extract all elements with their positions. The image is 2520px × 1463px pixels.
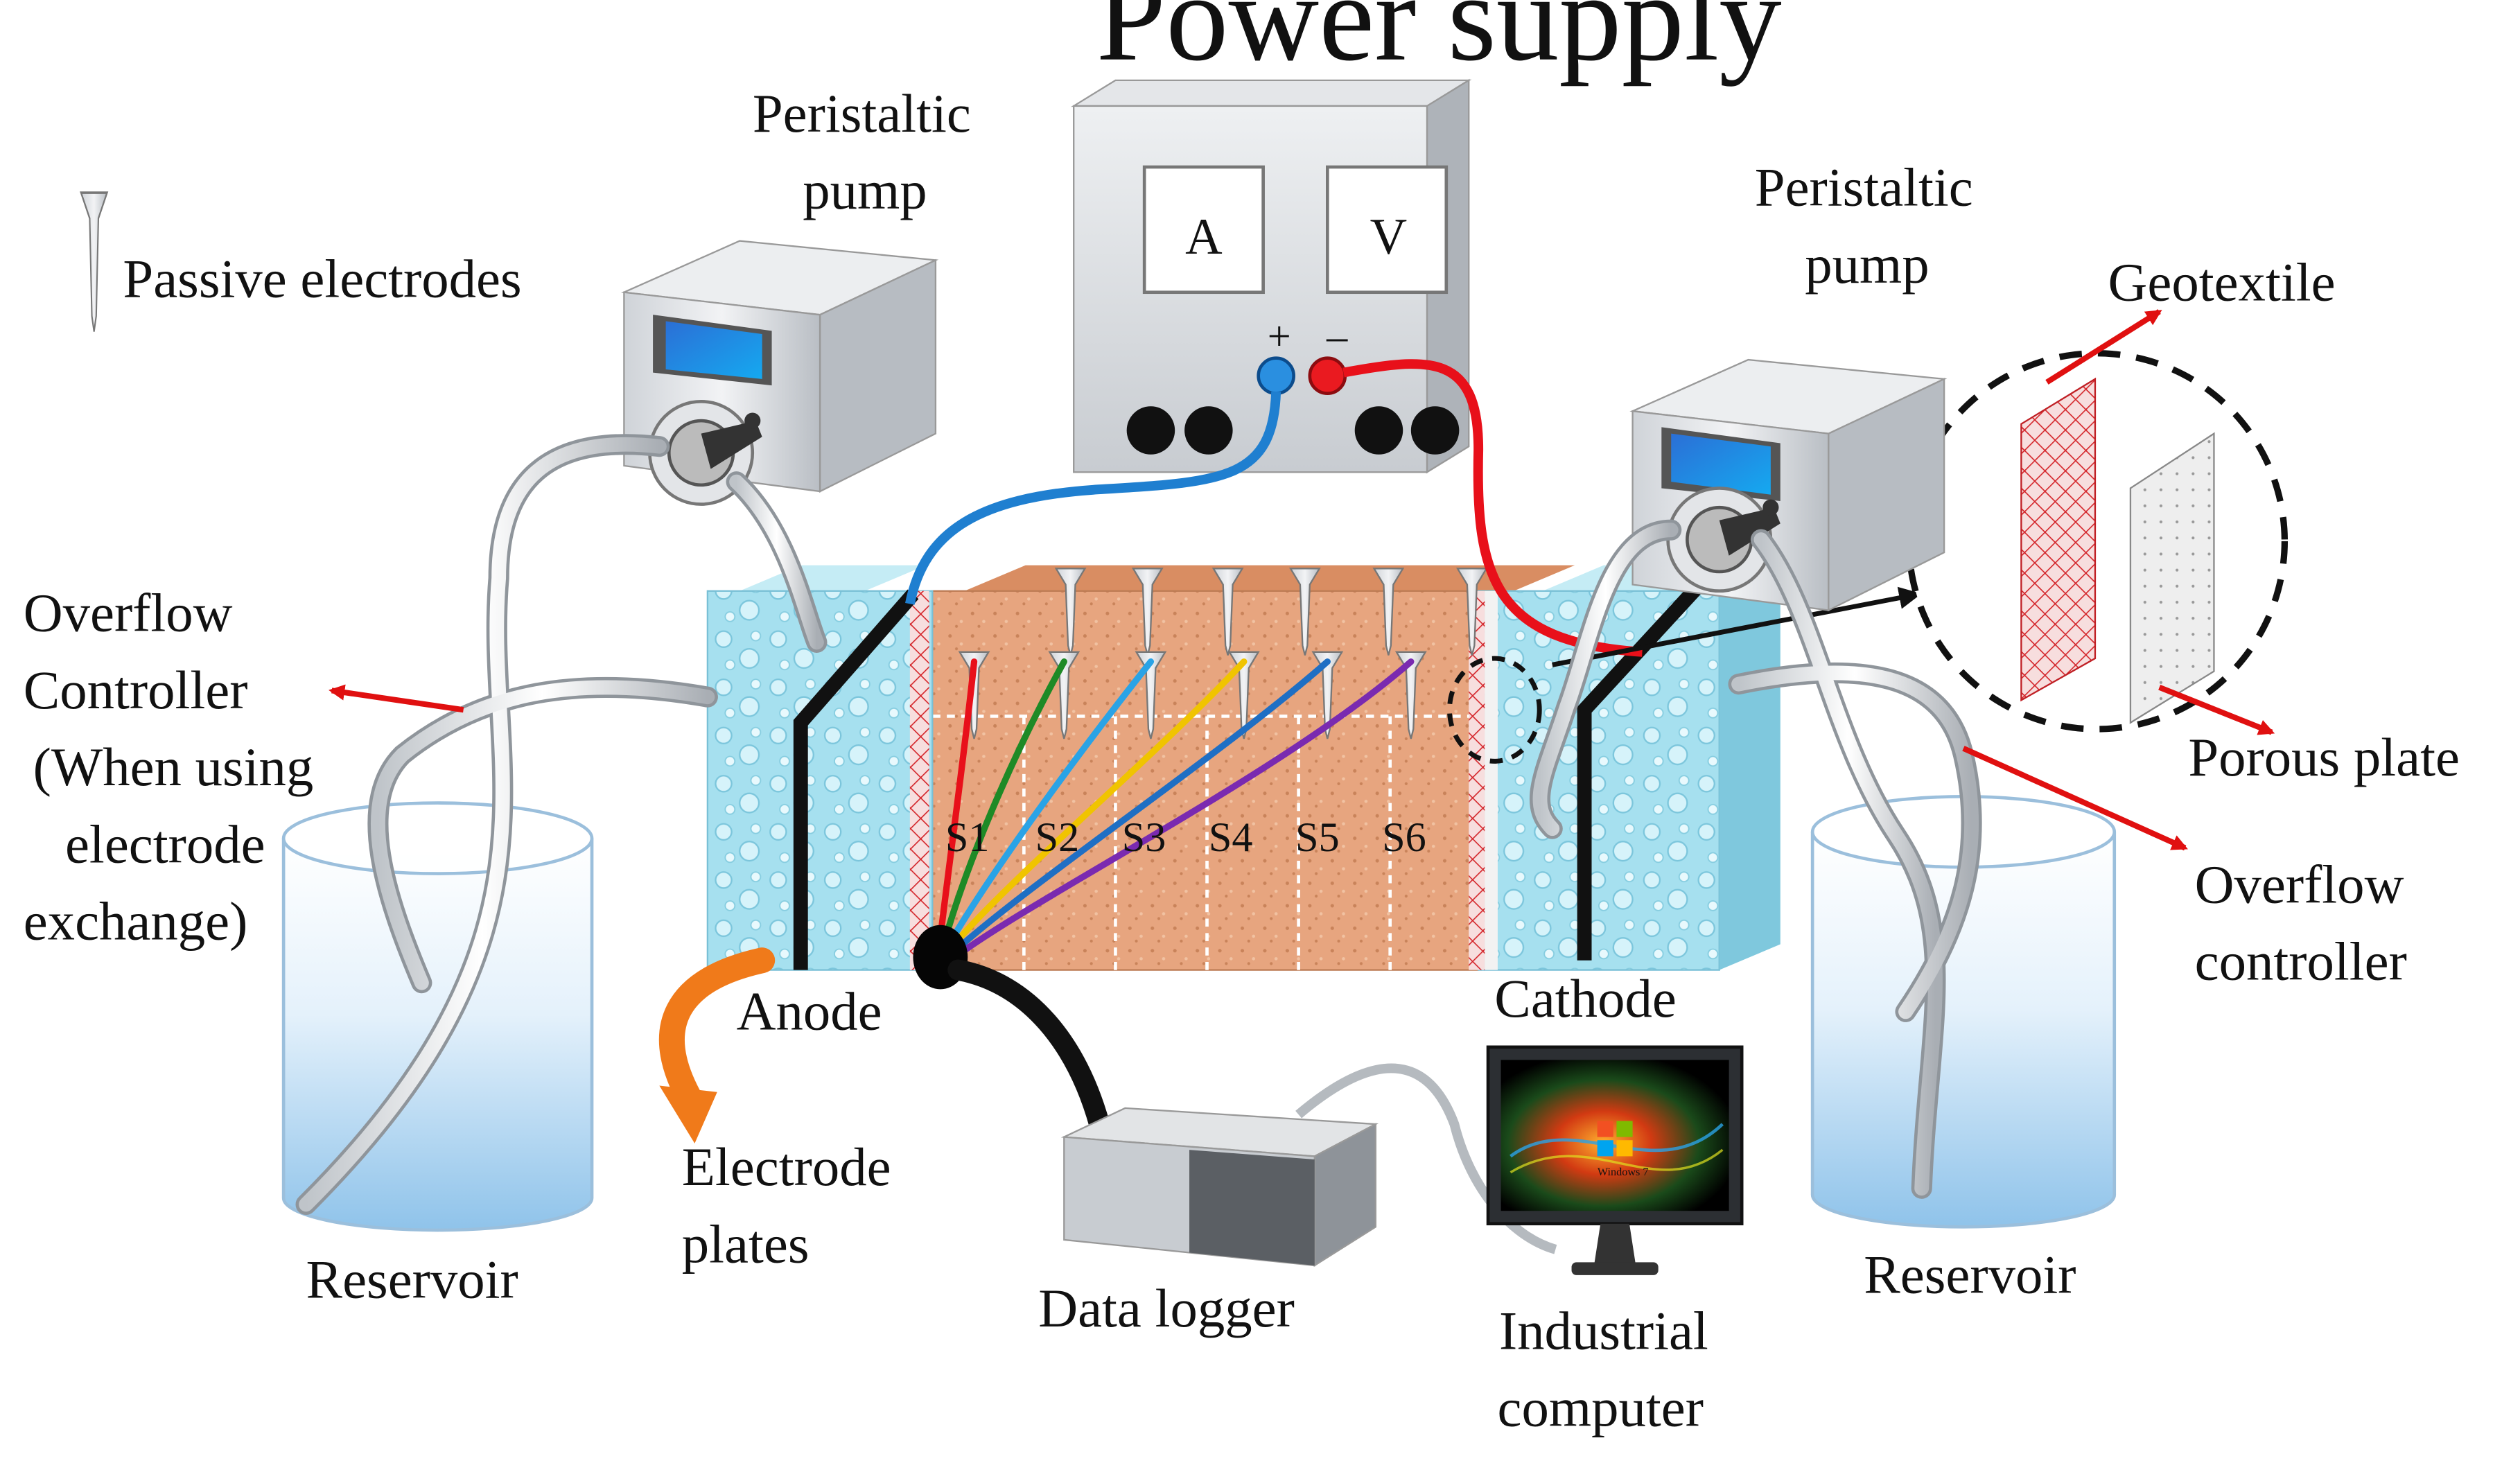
cathode-plate [1577,583,1702,961]
peristaltic-pump-right-label: pump [1805,235,1929,295]
pump-screen [1671,433,1771,495]
overflow-controller-left-label: exchange) [24,892,248,952]
peristaltic-pump-left-label: Peristaltic [753,84,971,144]
electrode-plates-label: plates [682,1214,810,1274]
peristaltic-pump-right-label: Peristaltic [1755,158,1973,218]
overflow-controller-right-label: Overflow [2195,855,2404,915]
peristaltic-pump-left [621,240,939,506]
electrode-exchange-arrow [658,947,776,1115]
anode-plate [793,589,919,970]
sensor-wires [935,658,1415,961]
passive-electrode-legend-icon [80,191,109,333]
porous-plate-sheet [2129,432,2215,724]
industrial-computer: Windows 7 [1486,1045,1744,1275]
knob [1354,406,1403,455]
knob [1126,406,1175,455]
monitor-os-label: Windows 7 [1598,1166,1649,1178]
passive-electrodes-label: Passive electrodes [123,249,521,310]
positive-wire [905,392,1281,605]
voltmeter-label: V [1370,209,1408,265]
section-label: S4 [1209,814,1253,861]
overflow-controller-left-label: (When using [33,737,314,798]
power-supply-label: Power supply [1096,0,1782,87]
overflow-controller-left-label: Controller [24,660,248,721]
electrokinetic-cell [706,565,1780,971]
reservoir-right-label: Reservoir [1864,1245,2076,1305]
industrial-computer-label: computer [1498,1378,1704,1439]
tubing [295,434,1982,1215]
porous-plate-label: Porous plate [2188,728,2460,788]
detail-marker [1446,656,1542,764]
geotextile-label: Geotextile [2108,252,2335,313]
section-label: S1 [945,814,990,861]
power-supply [1071,78,1472,474]
knob [1184,406,1233,455]
logger-cable [947,959,1110,1135]
overflow-controller-right-label: controller [2195,932,2407,992]
overflow-controller-left-label: Overflow [24,584,233,644]
reservoir-left-label: Reservoir [306,1250,518,1310]
pump-screen [665,321,762,379]
cathode-label: Cathode [1494,969,1677,1029]
section-labels: S1 S2 S3 S4 S5 S6 [945,814,1426,861]
electrode-plates-label: Electrode [682,1137,891,1198]
geotextile-strip-right [1469,590,1485,970]
positive-terminal [1257,356,1295,396]
ammeter-label: A [1185,209,1223,265]
voltmeter-display [1326,165,1449,295]
leader-arrows [329,309,2275,851]
plus-terminal-label: + [1268,313,1291,360]
overflow-controller-left-label: electrode [65,814,265,875]
anode-chamber [706,590,934,971]
negative-wire [1342,359,1643,657]
anode-label: Anode [737,981,882,1042]
monitor-screen [1500,1060,1729,1211]
minus-terminal-label: – [1326,313,1348,360]
negative-terminal [1308,356,1347,396]
peristaltic-pump-left-label: pump [803,161,927,221]
industrial-computer-label: Industrial [1499,1301,1708,1361]
section-label: S6 [1382,814,1426,861]
detail-zoom [1905,350,2289,733]
knob [1410,406,1460,455]
data-logger-label: Data logger [1038,1279,1295,1339]
section-label: S5 [1295,814,1340,861]
geotextile-sheet [2020,377,2097,702]
ammeter-display [1142,165,1265,295]
section-label: S3 [1122,814,1166,861]
section-label: S2 [1035,814,1080,861]
porous-strip-right [1485,590,1498,970]
data-logger-device [1060,1107,1379,1268]
geotextile-strip-left [909,590,929,970]
